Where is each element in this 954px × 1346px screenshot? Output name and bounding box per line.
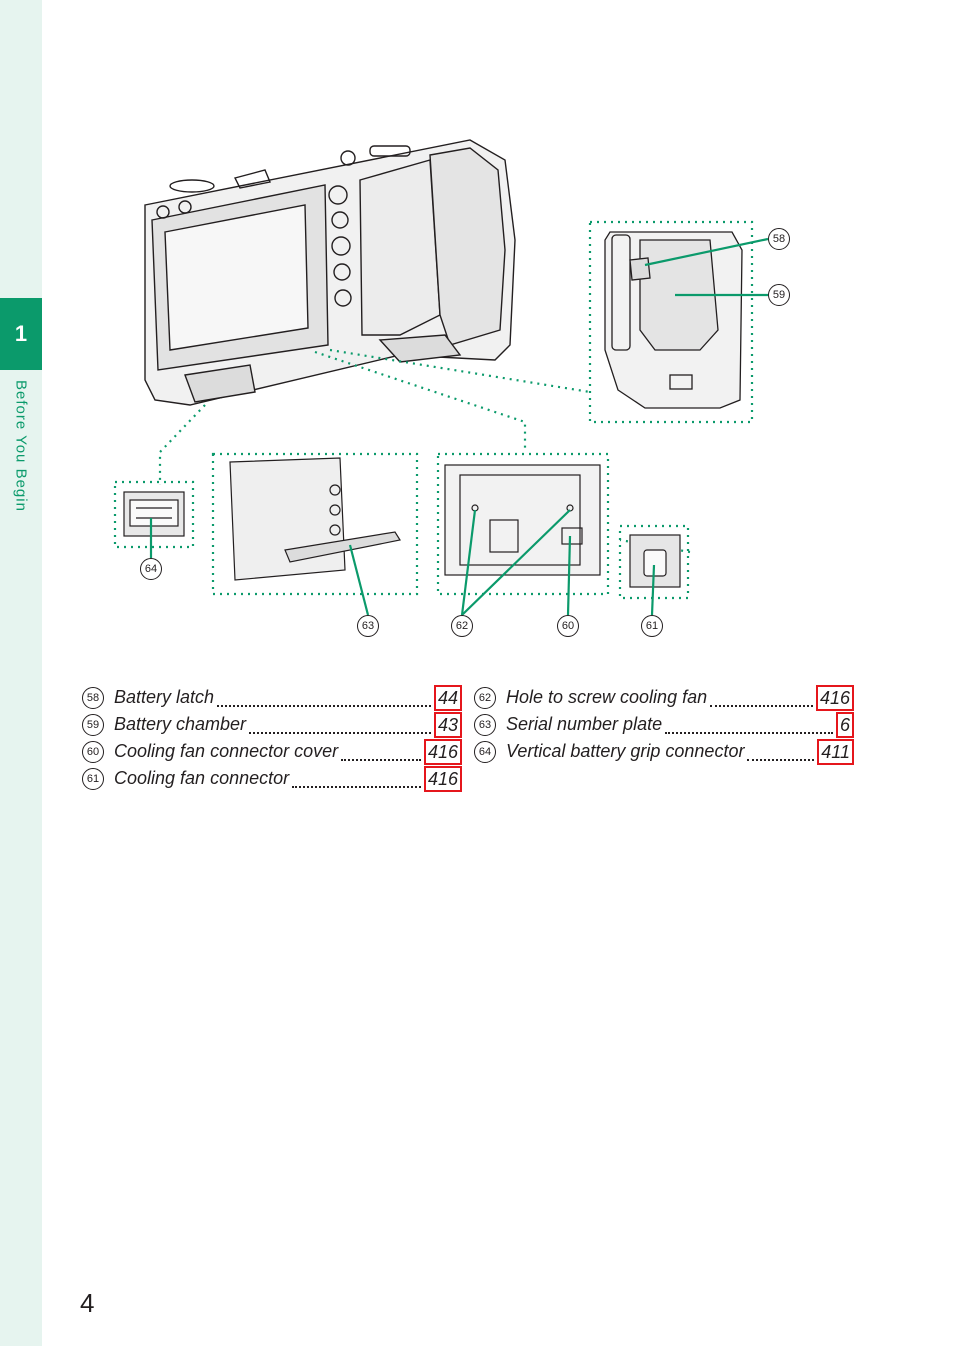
entry-number: 61 <box>82 767 104 790</box>
entry-label: Battery chamber <box>114 714 247 734</box>
entry-label: Battery latch <box>114 687 215 707</box>
camera-drawing <box>113 139 769 616</box>
page-link[interactable]: 416 <box>815 684 854 711</box>
page-link[interactable]: 416 <box>423 738 462 765</box>
page-link[interactable]: 411 <box>817 738 854 765</box>
entry-64: 64 Vertical battery grip connector 411 <box>474 738 854 765</box>
entry-number: 58 <box>82 686 104 709</box>
callout-62: 62 <box>451 615 473 637</box>
entry-number: 63 <box>474 713 496 736</box>
page-link[interactable]: 43 <box>433 711 462 738</box>
sidebar-strip <box>0 0 42 1346</box>
entry-number: 60 <box>82 740 104 763</box>
entry-label: Vertical battery grip connector <box>506 741 745 761</box>
chapter-number: 1 <box>14 321 28 346</box>
entry-label: Serial number plate <box>506 714 663 734</box>
camera-illustration: 58 59 60 61 62 63 64 <box>100 100 820 660</box>
entry-number: 64 <box>474 740 496 763</box>
callout-63: 63 <box>357 615 379 637</box>
callout-58: 58 <box>768 228 790 250</box>
page-link[interactable]: 416 <box>423 765 462 792</box>
leader-dots <box>665 732 833 734</box>
entries-left: 58 Battery latch 44 59 Battery chamber 4… <box>82 684 462 792</box>
page-number: 4 <box>80 1288 95 1318</box>
callout-64: 64 <box>140 558 162 580</box>
entry-label: Cooling fan connector <box>114 768 290 788</box>
entry-59: 59 Battery chamber 43 <box>82 711 462 738</box>
entry-60: 60 Cooling fan connector cover 416 <box>82 738 462 765</box>
entry-label: Cooling fan connector cover <box>114 741 339 761</box>
entry-number: 62 <box>474 686 496 709</box>
chapter-tab[interactable]: 1 <box>0 298 42 370</box>
callout-61: 61 <box>641 615 663 637</box>
entry-63: 63 Serial number plate 6 <box>474 711 854 738</box>
callout-60: 60 <box>557 615 579 637</box>
leader-dots <box>710 705 813 707</box>
leader-dots <box>217 705 431 707</box>
leader-dots <box>341 759 421 761</box>
page-link[interactable]: 6 <box>835 711 854 738</box>
leader-dots <box>292 786 421 788</box>
entry-61: 61 Cooling fan connector 416 <box>82 765 462 792</box>
entry-58: 58 Battery latch 44 <box>82 684 462 711</box>
entry-label: Hole to screw cooling fan <box>506 687 708 707</box>
page-link[interactable]: 44 <box>433 684 462 711</box>
leader-dots <box>249 732 431 734</box>
chapter-title: Before You Begin <box>12 380 30 512</box>
callout-59: 59 <box>768 284 790 306</box>
leader-dots <box>747 759 815 761</box>
entries-right: 62 Hole to screw cooling fan 416 63 Seri… <box>474 684 854 765</box>
entry-62: 62 Hole to screw cooling fan 416 <box>474 684 854 711</box>
entry-number: 59 <box>82 713 104 736</box>
